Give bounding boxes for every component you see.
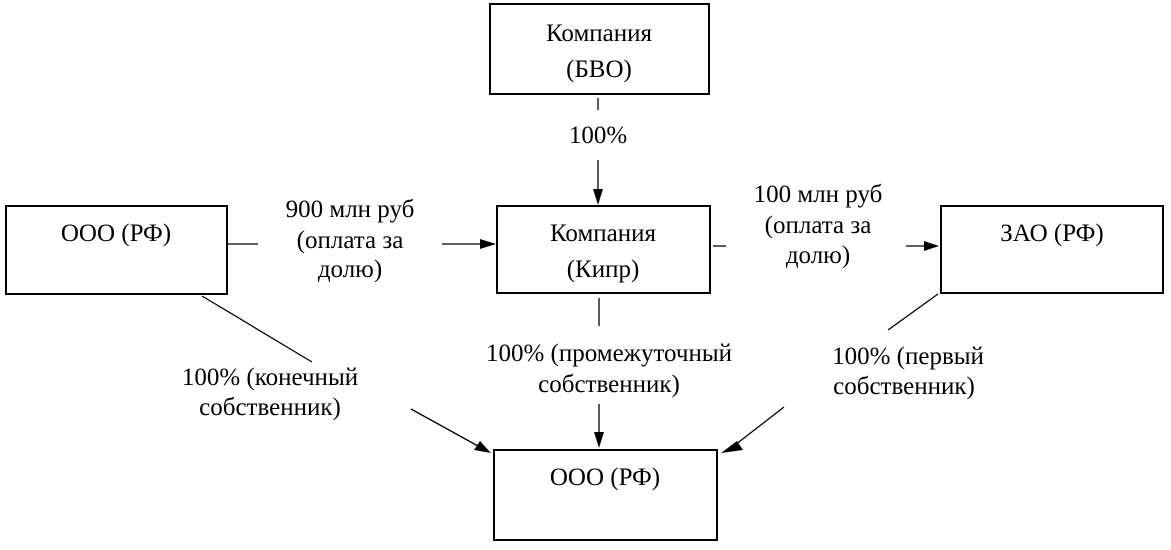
node-company-bvo-line2: (БВО) (566, 56, 632, 83)
edge-zao-to-target-line-top (887, 293, 939, 331)
node-company-cyprus-line1: Компания (550, 220, 657, 247)
edge-seller-to-cyprus: 900 млн руб (оплата за долю) (228, 196, 496, 283)
node-company-bvo-line1: Компания (546, 20, 653, 47)
edge-cyprus-to-target-line1: 100% (промежуточный (486, 340, 732, 367)
edge-zao-to-target: 100% (первый собственник) (721, 293, 984, 453)
edge-bvo-to-cyprus-label: 100% (569, 122, 627, 149)
edge-cyprus-to-target: 100% (промежуточный собственник) (486, 298, 732, 448)
node-company-cyprus: Компания (Кипр) (496, 205, 711, 294)
edge-seller-to-target-arrowhead (474, 441, 491, 453)
edge-zao-to-target-line2: собственник) (833, 373, 975, 400)
edge-cyprus-to-target-line2: собственник) (538, 371, 680, 398)
node-company-cyprus-line2: (Кипр) (567, 256, 640, 283)
edge-seller-to-target-line-bottom (410, 408, 479, 447)
edge-seller-to-cyprus-line2: (оплата за (297, 227, 404, 254)
edge-zao-to-target-line1: 100% (первый (832, 343, 984, 370)
node-ooo-rf-target: ООО (РФ) (493, 449, 718, 541)
edge-cyprus-to-zao-line2: (оплата за (765, 212, 872, 239)
node-zao-rf: ЗАО (РФ) (940, 205, 1164, 294)
edge-bvo-to-cyprus: 100% (569, 98, 627, 205)
node-ooo-rf-target-label: ООО (РФ) (550, 464, 660, 491)
edge-cyprus-to-target-arrowhead (594, 432, 604, 448)
edge-seller-to-target-line1: 100% (конечный (182, 364, 358, 391)
edge-seller-to-target: 100% (конечный собственник) (182, 295, 491, 453)
edge-cyprus-to-zao-arrowhead (924, 241, 939, 251)
edge-bvo-to-cyprus-arrowhead (593, 189, 603, 205)
node-company-bvo: Компания (БВО) (489, 3, 710, 95)
edge-zao-to-target-line-bottom (734, 406, 785, 446)
edge-seller-to-target-line-top (201, 295, 313, 363)
edge-seller-to-cyprus-arrowhead (480, 239, 496, 249)
edge-seller-to-cyprus-line3: долю) (318, 256, 382, 283)
edge-seller-to-cyprus-line1: 900 млн руб (286, 196, 415, 223)
edge-cyprus-to-zao: 100 млн руб (оплата за долю) (713, 181, 939, 269)
node-ooo-rf-seller: ООО (РФ) (5, 205, 228, 295)
node-zao-rf-label: ЗАО (РФ) (1000, 220, 1104, 247)
edge-seller-to-target-line2: собственник) (199, 394, 341, 421)
edge-zao-to-target-arrowhead (721, 441, 743, 453)
edge-cyprus-to-zao-line3: долю) (786, 242, 850, 269)
edge-cyprus-to-zao-line1: 100 млн руб (754, 181, 883, 208)
node-ooo-rf-seller-label: ООО (РФ) (61, 220, 171, 247)
